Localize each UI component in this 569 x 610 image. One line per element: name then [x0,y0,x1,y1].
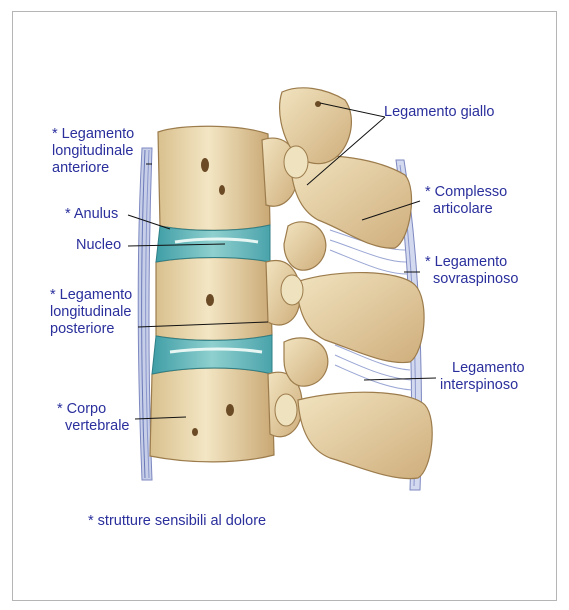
label-legamento-longitudinale-anteriore: * Legamento longitudinale anteriore [52,126,134,177]
label-complesso-articolare: * Complesso articolare [425,184,507,218]
anterior-longitudinal-ligament [138,148,152,480]
label-legamento-longitudinale-posteriore: * Legamento longitudinale posteriore [50,287,132,338]
vertebral-bodies [150,126,274,462]
footnote: * strutture sensibili al dolore [88,513,266,530]
label-corpo-vertebrale: * Corpo vertebrale [57,401,129,435]
label-legamento-sovraspinoso: * Legamento sovraspinoso [425,254,518,288]
label-anulus: * Anulus [65,206,118,223]
label-legamento-giallo: Legamento giallo [384,104,494,121]
label-nucleo: Nucleo [76,237,121,254]
label-legamento-interspinoso: Legamento interspinoso [440,360,525,394]
